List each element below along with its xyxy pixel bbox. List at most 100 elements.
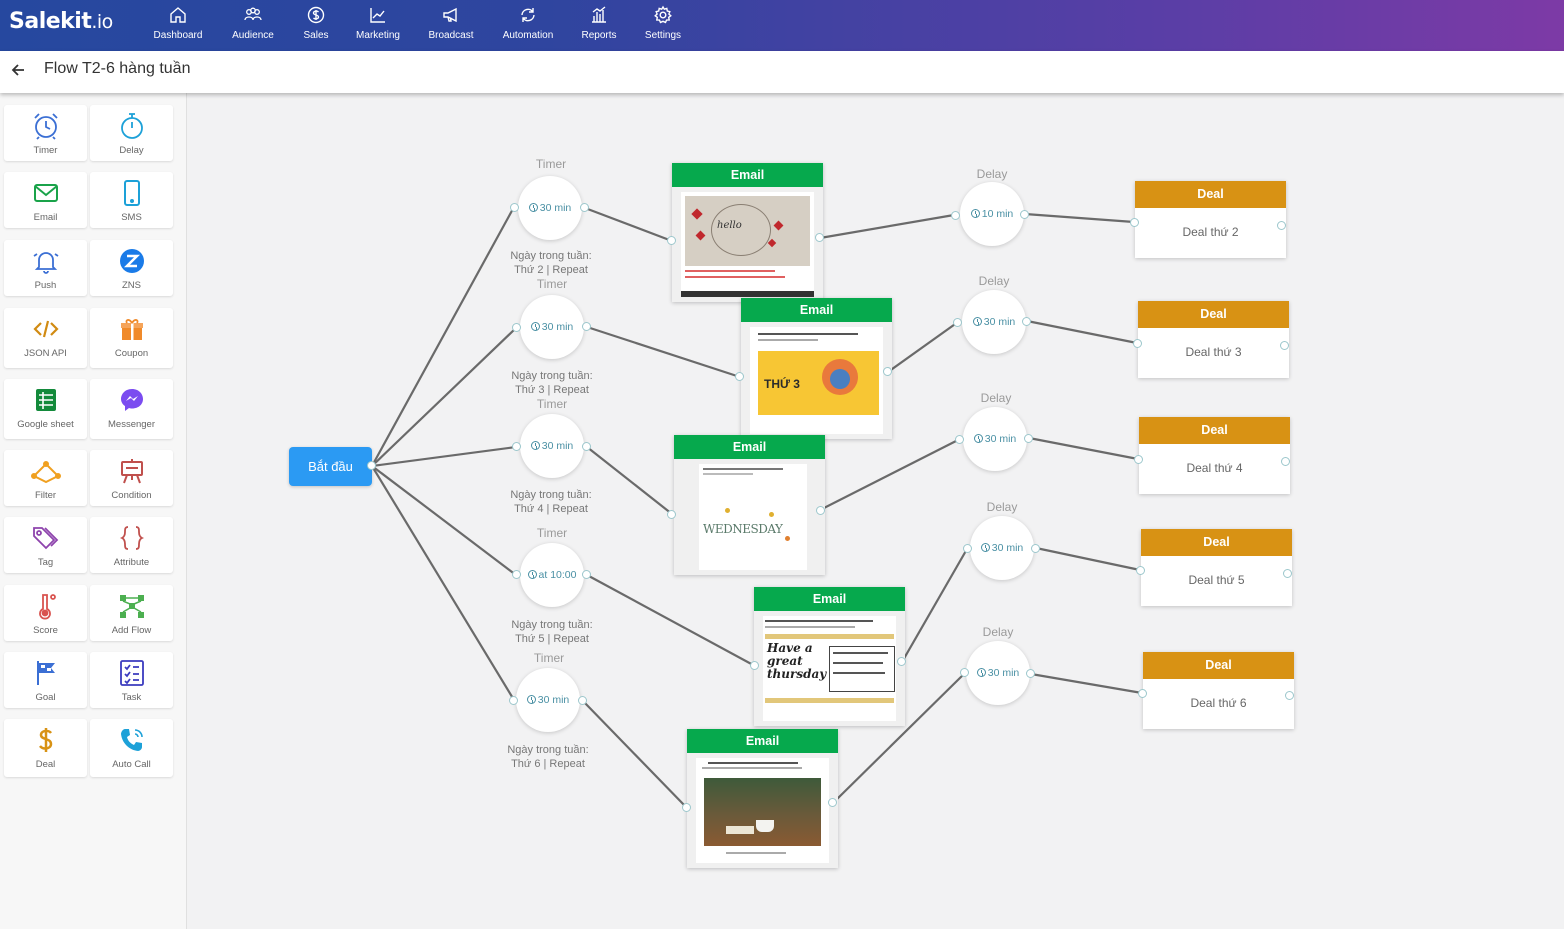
delay-node-label: Delay — [982, 625, 1014, 639]
delay-node-label: Delay — [980, 391, 1012, 405]
tool-zns[interactable]: ZNS — [90, 240, 173, 296]
timer-node-input-port[interactable] — [512, 323, 521, 332]
deal-node-monday[interactable]: Deal Deal thứ 2 — [1135, 181, 1286, 258]
nav-reports[interactable]: Reports — [578, 5, 620, 47]
tool-google-sheet[interactable]: Google sheet — [4, 379, 87, 439]
nav-broadcast[interactable]: Broadcast — [425, 5, 477, 47]
nav-marketing[interactable]: Marketing — [353, 5, 403, 47]
delay-node-input-port[interactable] — [953, 318, 962, 327]
nav-dashboard[interactable]: Dashboard — [151, 5, 205, 47]
deal-node-input-port[interactable] — [1133, 339, 1142, 348]
delay-node-output-port[interactable] — [1024, 434, 1033, 443]
tool-add-flow[interactable]: Add Flow — [90, 585, 173, 641]
email-node-friday[interactable]: Email — [687, 729, 838, 868]
deal-node-input-port[interactable] — [1138, 689, 1147, 698]
tool-json-api[interactable]: JSON API — [4, 308, 87, 368]
delay-node-output-port[interactable] — [1020, 210, 1029, 219]
deal-node-tuesday[interactable]: Deal Deal thứ 3 — [1138, 301, 1289, 378]
deal-node-output-port[interactable] — [1277, 221, 1286, 230]
tool-deal[interactable]: Deal — [4, 719, 87, 777]
start-node[interactable]: Bắt đầu — [289, 447, 372, 486]
timer-node-output-port[interactable] — [580, 203, 589, 212]
tool-score[interactable]: Score — [4, 585, 87, 641]
timer-node-input-port[interactable] — [512, 570, 521, 579]
tool-auto-call[interactable]: Auto Call — [90, 719, 173, 777]
delay-node-input-port[interactable] — [960, 668, 969, 677]
email-node-tuesday[interactable]: Email THỨ 3 — [741, 298, 892, 439]
email-node-input-port[interactable] — [750, 661, 759, 670]
tool-messenger[interactable]: Messenger — [90, 379, 173, 439]
delay-node-input-port[interactable] — [951, 211, 960, 220]
email-node-thursday[interactable]: Email Have a great thursday — [754, 587, 905, 726]
delay-node-output-port[interactable] — [1031, 544, 1040, 553]
tool-email[interactable]: Email — [4, 172, 87, 228]
tool-goal[interactable]: Goal — [4, 652, 87, 708]
delay-node-friday[interactable]: 30 min — [966, 641, 1030, 705]
timer-node-output-port[interactable] — [582, 570, 591, 579]
deal-node-name: Deal thứ 5 — [1188, 573, 1245, 587]
delay-node-input-port[interactable] — [963, 544, 972, 553]
deal-node-output-port[interactable] — [1285, 691, 1294, 700]
timer-node-output-port[interactable] — [578, 696, 587, 705]
users-icon — [244, 7, 262, 21]
timer-node-input-port[interactable] — [509, 696, 518, 705]
email-node-input-port[interactable] — [667, 510, 676, 519]
back-arrow-icon[interactable] — [10, 61, 26, 79]
nav-audience[interactable]: Audience — [229, 5, 277, 47]
tool-filter[interactable]: Filter — [4, 450, 87, 506]
deal-node-output-port[interactable] — [1280, 341, 1289, 350]
timer-node-monday[interactable]: 30 min — [518, 176, 582, 240]
delay-node-monday[interactable]: 10 min — [960, 182, 1024, 246]
delay-node-input-port[interactable] — [955, 435, 964, 444]
nav-automation[interactable]: Automation — [499, 5, 557, 47]
deal-node-thursday[interactable]: Deal Deal thứ 5 — [1141, 529, 1292, 606]
email-node-output-port[interactable] — [883, 367, 892, 376]
timer-node-output-port[interactable] — [582, 442, 591, 451]
email-node-input-port[interactable] — [735, 372, 744, 381]
flow-header: Flow T2-6 hàng tuần — [0, 51, 1564, 93]
email-node-output-port[interactable] — [816, 506, 825, 515]
timer-node-thursday[interactable]: at 10:00 — [520, 543, 584, 607]
delay-node-tuesday[interactable]: 30 min — [962, 290, 1026, 354]
tool-coupon[interactable]: Coupon — [90, 308, 173, 368]
deal-node-name: Deal thứ 2 — [1182, 225, 1239, 239]
deal-node-input-port[interactable] — [1134, 455, 1143, 464]
timer-node-input-port[interactable] — [512, 442, 521, 451]
delay-node-output-port[interactable] — [1026, 669, 1035, 678]
delay-node-thursday[interactable]: 30 min — [970, 516, 1034, 580]
delay-node-wednesday[interactable]: 30 min — [963, 407, 1027, 471]
tool-push[interactable]: Push — [4, 240, 87, 296]
email-node-output-port[interactable] — [897, 657, 906, 666]
email-node-output-port[interactable] — [828, 798, 837, 807]
deal-node-name: Deal thứ 6 — [1190, 696, 1247, 710]
deal-node-input-port[interactable] — [1130, 218, 1139, 227]
deal-node-friday[interactable]: Deal Deal thứ 6 — [1143, 652, 1294, 729]
email-node-monday[interactable]: Email hello — [672, 163, 823, 302]
timer-node-output-port[interactable] — [582, 322, 591, 331]
deal-node-output-port[interactable] — [1283, 569, 1292, 578]
email-node-input-port[interactable] — [682, 803, 691, 812]
clock-icon — [980, 543, 990, 552]
tool-delay[interactable]: Delay — [90, 105, 173, 161]
tool-timer[interactable]: Timer — [4, 105, 87, 161]
timer-node-input-port[interactable] — [510, 203, 519, 212]
email-node-output-port[interactable] — [815, 233, 824, 242]
deal-node-wednesday[interactable]: Deal Deal thứ 4 — [1139, 417, 1290, 494]
nav-sales[interactable]: Sales — [298, 5, 334, 47]
email-node-wednesday[interactable]: Email WEDNESDAY — [674, 435, 825, 575]
email-node-input-port[interactable] — [667, 236, 676, 245]
deal-node-input-port[interactable] — [1136, 566, 1145, 575]
tool-condition[interactable]: Condition — [90, 450, 173, 506]
timer-node-wednesday[interactable]: 30 min — [520, 414, 584, 478]
start-node-output-port[interactable] — [367, 461, 376, 470]
tool-task[interactable]: Task — [90, 652, 173, 708]
brand-logo[interactable]: Salekit.io — [9, 9, 113, 34]
tool-sms[interactable]: SMS — [90, 172, 173, 228]
deal-node-output-port[interactable] — [1281, 457, 1290, 466]
timer-node-tuesday[interactable]: 30 min — [520, 295, 584, 359]
nav-settings[interactable]: Settings — [643, 5, 683, 47]
timer-node-friday[interactable]: 30 min — [516, 668, 580, 732]
tool-tag[interactable]: Tag — [4, 517, 87, 573]
delay-node-output-port[interactable] — [1022, 317, 1031, 326]
tool-attribute[interactable]: Attribute — [90, 517, 173, 573]
